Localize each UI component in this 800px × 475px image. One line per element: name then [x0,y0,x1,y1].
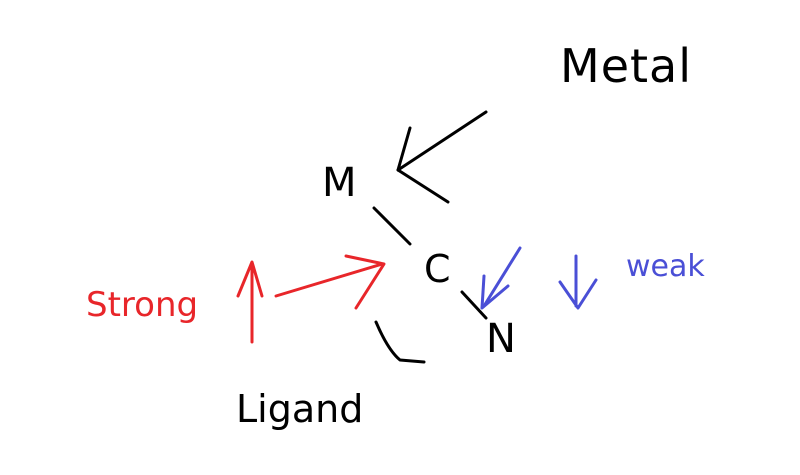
strong-right-arrow [274,254,386,310]
metal-arrow [396,110,488,204]
ligand-bracket [374,320,426,364]
bond-m-c [372,206,412,246]
weak-down-arrow [558,254,598,310]
weak-label: weak [626,249,705,284]
weak-diagonal-arrow [480,246,522,310]
strong-up-arrow [236,260,264,344]
carbon-symbol: C [424,247,451,291]
metal-label: Metal [560,39,692,93]
strong-label: Strong [86,285,198,325]
metal-symbol: M [322,160,357,206]
nitrogen-symbol: N [486,316,516,362]
ligand-label: Ligand [236,387,363,431]
bond-c-n [460,290,488,320]
